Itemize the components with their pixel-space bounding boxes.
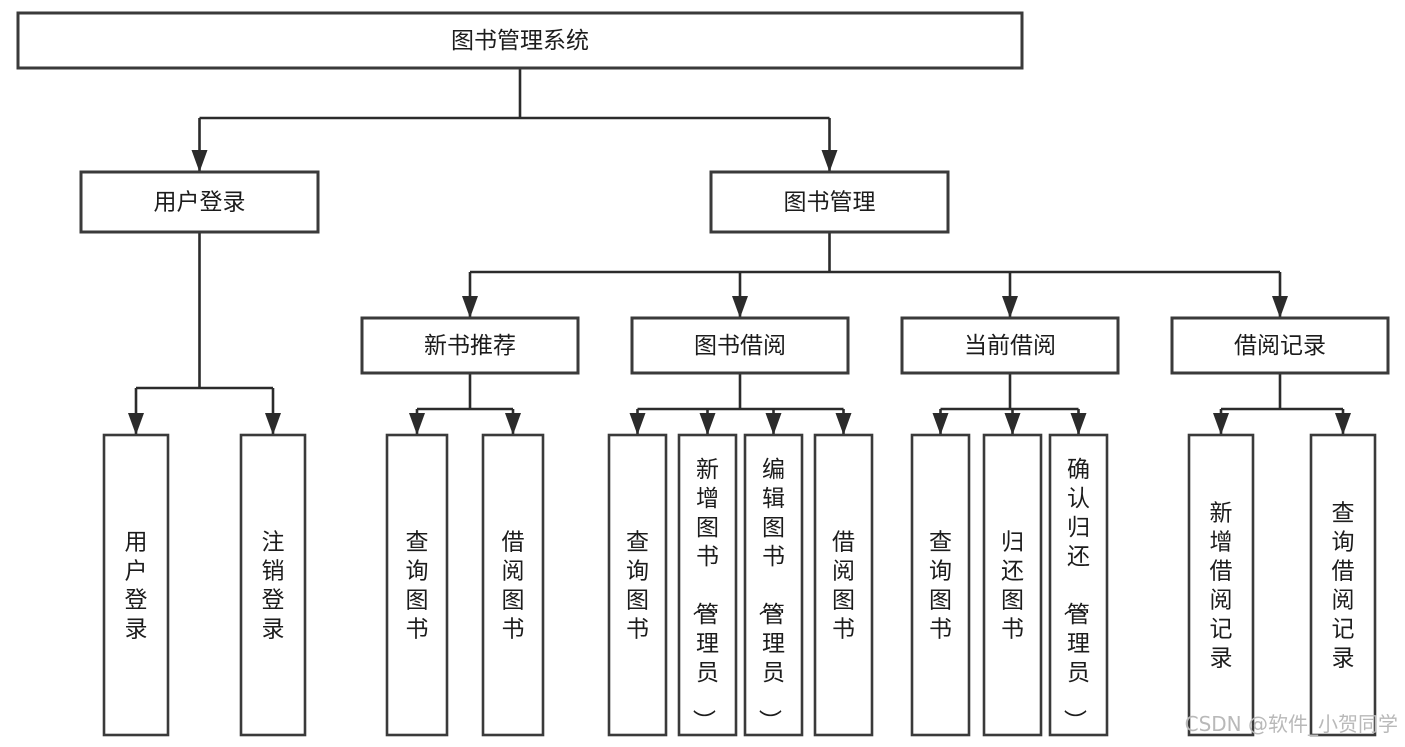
edge-book-manage-arrow-2 (1002, 296, 1018, 318)
node-leaf-add-record: 新增借阅记录 (1187, 433, 1255, 737)
node-current-borrow-box[interactable] (900, 316, 1120, 375)
edge-current-borrow-arrow-1 (1004, 413, 1021, 435)
edge-root-arrow-1 (821, 150, 838, 172)
node-leaf-confirm-return-box[interactable] (1048, 433, 1109, 737)
node-leaf-borrow-book-box[interactable] (813, 433, 874, 737)
node-leaf-query-book-rec-box[interactable] (385, 433, 449, 737)
node-leaf-return-book-box[interactable] (982, 433, 1043, 737)
edge-current-borrow-arrow-2 (1070, 413, 1087, 435)
node-leaf-add-record-box[interactable] (1187, 433, 1255, 737)
node-leaf-borrow-book-rec-box[interactable] (481, 433, 545, 737)
node-leaf-query-book-borrow: 查询图书 (607, 433, 668, 737)
node-new-book-recommendation-box[interactable] (360, 316, 580, 375)
node-leaf-edit-book-label: 编辑图书（管理员） (756, 457, 785, 732)
node-current-borrow: 当前借阅 (900, 316, 1120, 375)
node-root-label: 图书管理系统 (451, 28, 589, 54)
node-root-box (16, 11, 1024, 70)
node-user-login-label: 用户登录 (154, 190, 246, 216)
node-leaf-confirm-return-label: 确认归还（管理员） (1061, 457, 1090, 732)
node-book-manage-label: 图书管理 (784, 190, 876, 216)
edge-book-borrow-arrow-3 (835, 413, 852, 435)
edge-borrow-record-arrow-1 (1335, 413, 1351, 435)
node-leaf-edit-book: 编辑图书（管理员） (743, 433, 804, 737)
node-book-borrow: 图书借阅 (630, 316, 850, 375)
node-leaf-confirm-return: 确认归还（管理员） (1048, 433, 1109, 737)
node-root: 图书管理系统 (16, 11, 1024, 70)
edge-book-manage-arrow-3 (1272, 296, 1288, 318)
node-leaf-query-record: 查询借阅记录 (1309, 433, 1377, 737)
edge-root-arrow-0 (191, 150, 208, 172)
node-leaf-borrow-book-rec: 借阅图书 (481, 433, 545, 737)
edge-book-borrow-arrow-0 (629, 413, 646, 435)
edge-user-login-arrow-0 (128, 413, 144, 435)
node-leaf-query-book-borrow-box[interactable] (607, 433, 668, 737)
node-user-login-box[interactable] (79, 170, 320, 234)
node-borrow-record: 借阅记录 (1170, 316, 1390, 375)
node-leaf-add-book-box[interactable] (677, 433, 738, 737)
node-current-borrow-label: 当前借阅 (964, 333, 1056, 359)
node-leaf-query-book-cur-label: 查询图书 (929, 530, 952, 643)
edge-new-book-rec-arrow-1 (505, 413, 521, 435)
node-borrow-record-box[interactable] (1170, 316, 1390, 375)
connector-layer (128, 68, 1351, 435)
node-leaf-logout-login: 注销登录 (239, 433, 307, 737)
node-leaf-borrow-book-label: 借阅图书 (832, 530, 855, 643)
node-leaf-logout-login-box[interactable] (239, 433, 307, 737)
watermark-label: CSDN @软件_小贺同学 (1185, 712, 1398, 736)
node-leaf-query-record-label: 查询借阅记录 (1332, 501, 1355, 672)
node-leaf-user-login-box[interactable] (102, 433, 170, 737)
node-leaf-borrow-book-rec-label: 借阅图书 (502, 530, 525, 643)
node-book-manage-box[interactable] (709, 170, 950, 234)
node-book-borrow-label: 图书借阅 (694, 333, 786, 359)
node-leaf-user-login: 用户登录 (102, 433, 170, 737)
edge-book-borrow-arrow-1 (699, 413, 716, 435)
node-leaf-logout-login-label: 注销登录 (262, 530, 285, 643)
node-leaf-add-book: 新增图书（管理员） (677, 433, 738, 737)
edge-book-borrow-arrow-2 (765, 413, 782, 435)
node-borrow-record-label: 借阅记录 (1234, 333, 1326, 359)
node-leaf-borrow-book: 借阅图书 (813, 433, 874, 737)
edge-book-manage-arrow-1 (732, 296, 748, 318)
node-layer: 图书管理系统用户登录图书管理新书推荐图书借阅当前借阅借阅记录用户登录注销登录查询… (16, 11, 1390, 737)
node-new-book-recommendation-label: 新书推荐 (424, 333, 516, 359)
node-new-book-recommendation: 新书推荐 (360, 316, 580, 375)
node-leaf-return-book-label: 归还图书 (1001, 530, 1024, 643)
node-leaf-query-book-cur-box[interactable] (910, 433, 971, 737)
edge-book-manage-arrow-0 (462, 296, 478, 318)
node-leaf-query-book-rec-label: 查询图书 (406, 530, 429, 643)
edge-new-book-rec-arrow-0 (409, 413, 425, 435)
node-user-login: 用户登录 (79, 170, 320, 234)
edge-user-login-arrow-1 (265, 413, 281, 435)
edge-current-borrow-arrow-0 (932, 413, 949, 435)
node-book-manage: 图书管理 (709, 170, 950, 234)
node-leaf-add-record-label: 新增借阅记录 (1210, 501, 1233, 672)
node-leaf-add-book-label: 新增图书（管理员） (690, 457, 719, 732)
node-leaf-query-record-box[interactable] (1309, 433, 1377, 737)
node-leaf-query-book-rec: 查询图书 (385, 433, 449, 737)
node-leaf-user-login-label: 用户登录 (125, 530, 148, 643)
node-leaf-return-book: 归还图书 (982, 433, 1043, 737)
node-leaf-query-book-cur: 查询图书 (910, 433, 971, 737)
node-book-borrow-box[interactable] (630, 316, 850, 375)
node-leaf-query-book-borrow-label: 查询图书 (626, 530, 649, 643)
node-leaf-edit-book-box[interactable] (743, 433, 804, 737)
edge-borrow-record-arrow-0 (1213, 413, 1229, 435)
